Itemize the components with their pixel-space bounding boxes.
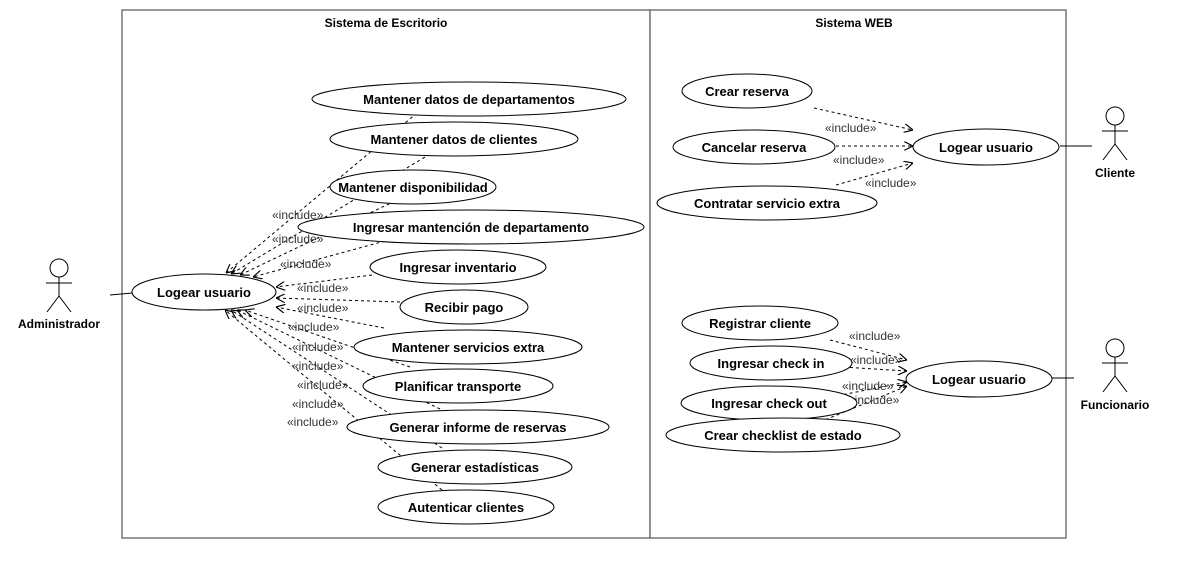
use-case-label: Cancelar reserva [702, 140, 808, 155]
use-case-label: Ingresar inventario [399, 260, 516, 275]
actor-label: Cliente [1095, 166, 1135, 180]
admin-association [109, 292, 134, 296]
actor-leg [1102, 375, 1116, 393]
use-case-mantener-clientes[interactable] [329, 121, 579, 157]
use-case-label: Logear usuario [157, 285, 251, 300]
use-case-logear-usuario-desktop[interactable] [131, 273, 277, 311]
funcionario-use-cases: Registrar cliente Ingresar check in Ingr… [665, 305, 1053, 453]
desktop-system-title: Sistema de Escritorio [325, 16, 448, 30]
use-case-crear-reserva[interactable] [681, 73, 813, 109]
use-case-autenticar-clientes[interactable] [377, 489, 555, 525]
use-case-estadisticas[interactable] [377, 449, 573, 485]
use-case-label: Planificar transporte [395, 379, 521, 394]
use-case-cancelar-reserva[interactable] [672, 129, 836, 165]
include-label: «include» [272, 208, 324, 222]
actor-head [1105, 106, 1125, 126]
use-case-logear-usuario-cliente[interactable] [912, 128, 1060, 166]
use-case-informe-reservas[interactable] [346, 409, 610, 445]
include-arrow [225, 310, 443, 491]
include-label: «include» [849, 329, 901, 343]
use-case-ingresar-mantencion[interactable] [297, 209, 645, 245]
include-label: «include» [292, 397, 344, 411]
use-case-label: Crear checklist de estado [704, 428, 862, 443]
use-case-mantener-disponibilidad[interactable] [329, 169, 497, 205]
use-case-recibir-pago[interactable] [399, 289, 529, 325]
actor-cliente[interactable]: Cliente [1095, 106, 1135, 180]
desktop-use-cases: Mantener datos de departamentos Mantener… [131, 81, 645, 525]
use-case-label: Recibir pago [425, 300, 504, 315]
actor-leg [1114, 375, 1128, 393]
include-label: «include» [833, 153, 885, 167]
desktop-include-labels: «include» «include» «include» «include» … [272, 208, 349, 429]
include-arrow [240, 200, 396, 275]
actor-label: Funcionario [1081, 398, 1150, 412]
include-arrow [835, 163, 913, 186]
use-case-label: Mantener disponibilidad [338, 180, 488, 195]
include-label: «include» [825, 121, 877, 135]
include-arrow [829, 339, 907, 360]
funcionario-include-arrows: «include» «include» «include» «include» [819, 329, 907, 423]
use-case-label: Mantener datos de clientes [371, 132, 538, 147]
use-case-label: Contratar servicio extra [694, 196, 841, 211]
use-case-label: Mantener servicios extra [392, 340, 545, 355]
include-label: «include» [280, 257, 332, 271]
use-case-registrar-cliente[interactable] [681, 305, 839, 341]
use-case-label: Ingresar mantención de departamento [353, 220, 589, 235]
web-system-title: Sistema WEB [815, 16, 893, 30]
include-label: «include» [297, 301, 349, 315]
actor-leg [1102, 143, 1116, 161]
use-case-ingresar-inventario[interactable] [369, 249, 547, 285]
cliente-use-cases: Crear reserva Cancelar reserva Contratar… [656, 73, 1060, 221]
include-label: «include» [297, 281, 349, 295]
include-arrow [253, 240, 386, 277]
include-arrow [819, 386, 907, 423]
include-label: «include» [292, 340, 344, 354]
use-case-label: Generar estadísticas [411, 460, 539, 475]
actor-leg [58, 295, 72, 313]
actor-head [1105, 338, 1125, 358]
cliente-include-arrows: «include» «include» «include» [813, 107, 917, 190]
include-label: «include» [842, 379, 894, 393]
use-case-label: Mantener datos de departamentos [363, 92, 575, 107]
actor-leg [46, 295, 60, 313]
include-arrow [276, 298, 401, 302]
include-arrow [245, 310, 411, 368]
include-arrow [276, 274, 373, 287]
use-case-label: Ingresar check out [711, 396, 827, 411]
use-case-contratar-servicio-extra[interactable] [656, 185, 878, 221]
include-arrow [276, 307, 385, 329]
use-case-planificar-transporte[interactable] [362, 368, 554, 404]
actor-head [49, 258, 69, 278]
use-case-label: Ingresar check in [718, 356, 825, 371]
use-case-check-in[interactable] [689, 345, 853, 381]
use-case-label: Generar informe de reservas [389, 420, 566, 435]
include-label: «include» [288, 320, 340, 334]
use-case-label: Crear reserva [705, 84, 790, 99]
use-case-label: Logear usuario [939, 140, 1033, 155]
use-case-label: Autenticar clientes [408, 500, 524, 515]
use-case-logear-usuario-funcionario[interactable] [905, 360, 1053, 398]
use-case-label: Registrar cliente [709, 316, 811, 331]
use-case-label: Logear usuario [932, 372, 1026, 387]
include-label: «include» [865, 176, 917, 190]
include-arrow [813, 107, 913, 130]
include-label: «include» [297, 378, 349, 392]
include-label: «include» [287, 415, 339, 429]
include-label: «include» [292, 359, 344, 373]
include-label: «include» [850, 353, 902, 367]
use-case-mantener-departamentos[interactable] [311, 81, 627, 117]
include-label: «include» [272, 232, 324, 246]
use-case-servicios-extra[interactable] [353, 329, 583, 365]
actor-leg [1114, 143, 1128, 161]
use-case-checklist-estado[interactable] [665, 417, 901, 453]
include-label: «include» [848, 393, 900, 407]
actor-administrador[interactable]: Administrador [18, 258, 100, 331]
actor-funcionario[interactable]: Funcionario [1081, 338, 1150, 412]
actor-label: Administrador [18, 317, 100, 331]
